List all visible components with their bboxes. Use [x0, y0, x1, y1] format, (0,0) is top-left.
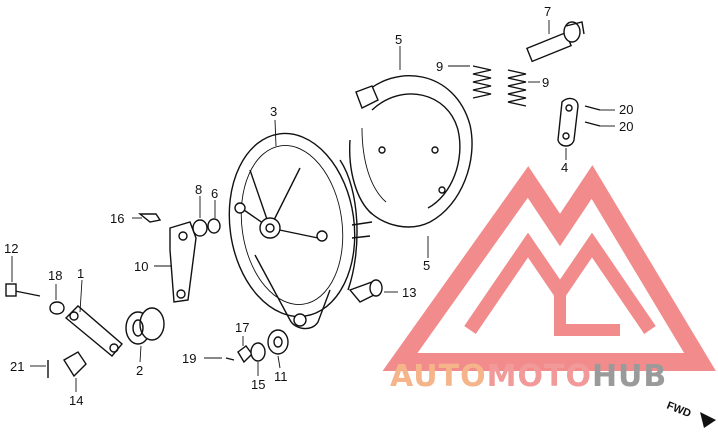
return-springs	[472, 65, 527, 107]
callout-18: 18	[48, 268, 62, 283]
callout-12: 12	[4, 241, 18, 256]
callout-5-top: 5	[395, 32, 402, 47]
callout-10: 10	[134, 259, 148, 274]
svg-text:AUTOMOTOHUB: AUTOMOTOHUB	[390, 359, 667, 394]
callout-2: 2	[136, 363, 143, 378]
callout-4: 4	[561, 160, 568, 175]
callout-15: 15	[251, 377, 265, 392]
callout-9-left: 9	[436, 59, 443, 74]
callout-11: 11	[274, 369, 288, 384]
callout-19: 19	[182, 351, 196, 366]
callout-20-bottom: 20	[619, 119, 633, 134]
watermark-part-moto: MOTO	[487, 359, 592, 394]
left-hardware	[5, 283, 165, 378]
callout-21: 21	[10, 359, 24, 374]
callout-6: 6	[211, 186, 218, 201]
watermark-text: AUTOMOTOHUB	[390, 359, 667, 394]
callout-16: 16	[110, 211, 124, 226]
brake-cam	[525, 21, 585, 63]
pins-20	[584, 105, 601, 127]
callout-numbers: 1 2 3 4 5 5 6 7 8 9 9 10 11 12 13 14 15 …	[4, 4, 633, 408]
watermark-part-auto: AUTO	[390, 359, 487, 394]
cam-plate	[557, 97, 579, 147]
brake-arm-assembly	[138, 213, 221, 303]
callout-5-bottom: 5	[423, 258, 430, 273]
forward-direction-indicator: FWD	[665, 400, 716, 428]
callout-13: 13	[402, 285, 416, 300]
fwd-label: FWD	[665, 400, 693, 421]
brake-panel	[228, 132, 373, 330]
callout-8: 8	[195, 182, 202, 197]
brake-shoes	[348, 74, 473, 228]
callout-3: 3	[270, 104, 277, 119]
callout-14: 14	[69, 393, 83, 408]
leader-lines	[11, 20, 615, 392]
callout-9-right: 9	[542, 75, 549, 90]
watermark-logo	[382, 165, 716, 371]
lower-hardware	[225, 279, 383, 364]
fwd-arrow-icon	[700, 412, 716, 428]
callout-20-top: 20	[619, 102, 633, 117]
callout-7: 7	[544, 4, 551, 19]
watermark-part-hub: HUB	[592, 359, 667, 394]
callout-17: 17	[235, 320, 249, 335]
callout-1: 1	[77, 266, 84, 281]
